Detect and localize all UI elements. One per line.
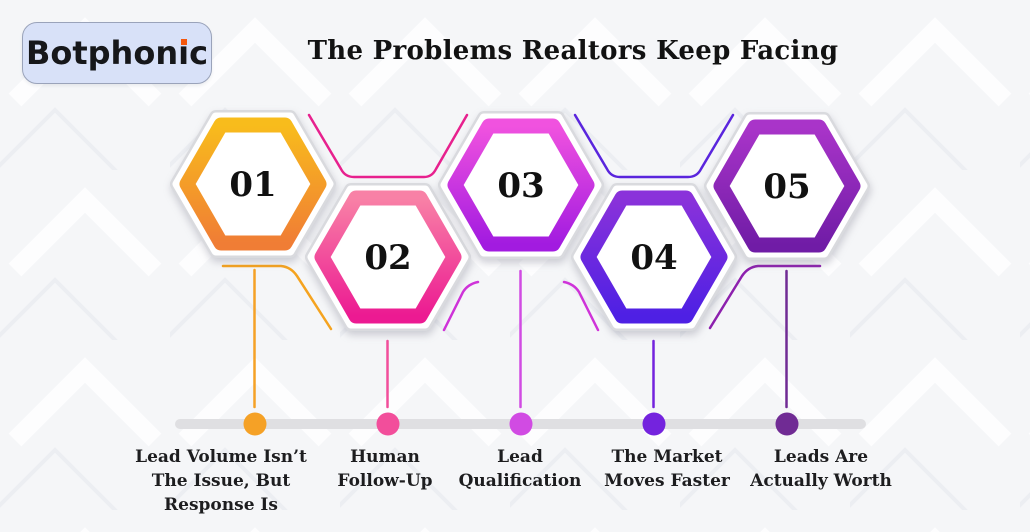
label-line: Lead Volume Isn’t [135,447,307,467]
label-line: Qualification [458,471,582,491]
deco-line-hex1 [221,264,333,331]
hexagon-step-2: 02 [305,183,471,331]
logo-text-left: Botphon [25,34,179,72]
label-line: The Market [611,447,723,467]
hexagon-color-ring [713,119,861,253]
timeline-dot-3 [509,412,533,436]
deco-line-valley-hex4 [573,113,735,179]
timeline-label-4: The Market Moves Faster [604,445,730,493]
label-line: The Issue, But [151,471,291,491]
timeline-label-1: Lead Volume Isn’t The Issue, But Respons… [135,445,307,517]
logo-text-right: c [189,34,209,72]
logo-i-dot [180,39,187,45]
deco-line-valley-hex2 [307,113,469,179]
deco-line-hex3-left [442,280,480,332]
hexagon-color-ring [179,117,327,251]
hexagon-number: 04 [630,238,677,278]
label-line: Lead [497,447,543,467]
hexagon-color-ring [580,190,728,324]
label-line: Human [350,447,420,467]
label-line: Leads Are [773,447,869,467]
hexagon-number: 05 [763,167,810,207]
hexagon-number: 02 [364,238,411,278]
deco-line-hex3-right [562,280,600,332]
hexagon-number: 01 [229,165,276,205]
hexagon-step-4: 04 [571,183,737,331]
timeline-label-2: Human Follow-Up [337,445,432,493]
timeline-dot-1 [243,412,267,436]
timeline-label-3: Lead Qualification [459,445,582,493]
timeline-dot-4 [642,412,666,436]
hexagon-color-ring [314,190,462,324]
label-line: Moves Faster [604,471,730,491]
label-line: Follow-Up [337,471,433,491]
logo-letter-i: ı [178,34,190,72]
label-line: Actually Worth [750,471,892,491]
hexagon-step-5: 05 [704,112,870,260]
hexagon-step-1: 01 [170,110,336,258]
timeline-dot-2 [376,412,400,436]
label-line: Response Is [164,495,278,515]
deco-line-hex5 [708,264,822,330]
hexagon-number: 03 [497,166,544,206]
page-title: The Problems Realtors Keep Facing [307,36,839,66]
timeline-dot-5 [775,412,799,436]
timeline-label-5: Leads Are Actually Worth [750,445,892,493]
hexagon-color-ring [447,118,595,252]
hexagon-step-3: 03 [438,111,604,259]
